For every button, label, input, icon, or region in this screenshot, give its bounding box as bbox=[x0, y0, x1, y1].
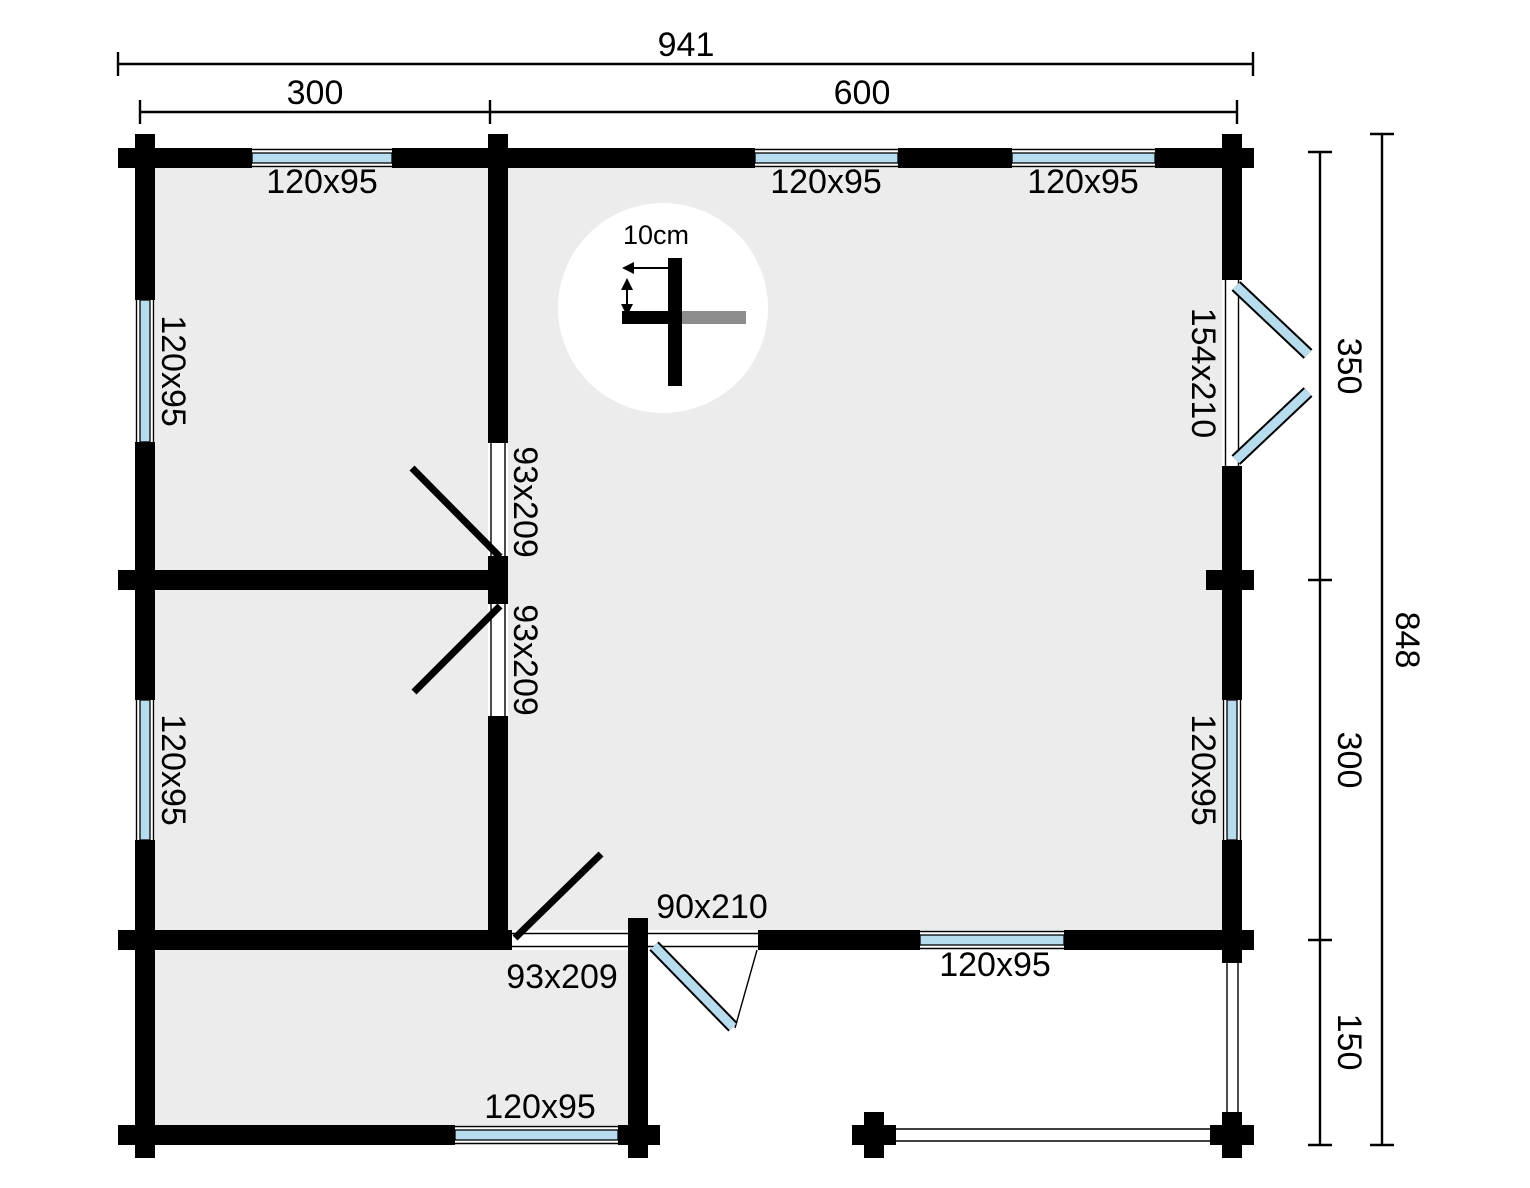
window-left-lower bbox=[139, 699, 151, 841]
wall-horizontal-2-mid bbox=[758, 930, 920, 950]
windows bbox=[135, 148, 1242, 1145]
dim-right-middle-label: 300 bbox=[1330, 732, 1368, 789]
wall-horizontal-1 bbox=[118, 570, 508, 590]
wall-left-seg1 bbox=[135, 134, 155, 300]
dimension-lines bbox=[116, 52, 1394, 1147]
dim-total-height-label: 848 bbox=[1388, 612, 1426, 669]
scale-h-arrowhead-right bbox=[670, 262, 682, 274]
scale-cross-left-arm bbox=[622, 311, 668, 324]
scale-indicator bbox=[621, 258, 746, 386]
door-frames bbox=[490, 280, 1240, 948]
window-top-left bbox=[251, 152, 393, 164]
wall-top-seg2 bbox=[392, 148, 755, 168]
wall-left-seg3 bbox=[135, 840, 155, 1158]
wall-divider-seg1 bbox=[488, 134, 508, 443]
wall-horizontal-2-right bbox=[1064, 930, 1254, 950]
dim-total-width-label: 941 bbox=[658, 26, 715, 64]
wall-right-tie-stub bbox=[1206, 570, 1254, 590]
door-interior-upper-label: 93x209 bbox=[506, 446, 544, 558]
window-right-label: 120x95 bbox=[1184, 714, 1222, 826]
door-leaf-interior-middle bbox=[411, 603, 503, 695]
window-top-middle-label: 120x95 bbox=[770, 163, 882, 201]
window-left-upper bbox=[139, 299, 151, 443]
dim-top-left-label: 300 bbox=[287, 74, 344, 112]
scale-cross-vertical bbox=[668, 258, 682, 386]
wall-bottom-seg1 bbox=[118, 1125, 455, 1145]
scale-wall-thickness-label: 10cm bbox=[623, 220, 689, 250]
scale-v-arrowhead-top bbox=[621, 278, 633, 290]
door-leaf-double-top bbox=[1232, 282, 1312, 358]
porch-post-corner-horizontal bbox=[1210, 1125, 1254, 1145]
window-bottom-main-label: 120x95 bbox=[939, 946, 1051, 984]
scale-indicator-circle bbox=[558, 203, 768, 413]
door-exterior-swing-line bbox=[734, 949, 758, 1029]
dim-right-bottom-label: 150 bbox=[1330, 1014, 1368, 1071]
room-top-left bbox=[155, 168, 488, 570]
door-leaf-interior-bottom bbox=[512, 851, 604, 941]
door-interior-bottom-label: 93x209 bbox=[506, 958, 618, 996]
window-top-right-label: 120x95 bbox=[1027, 163, 1139, 201]
window-left-lower-label: 120x95 bbox=[154, 714, 192, 826]
window-bottom-left bbox=[454, 1129, 619, 1141]
porch-post-mid-horizontal bbox=[852, 1125, 896, 1145]
window-bottom-main bbox=[919, 934, 1065, 946]
wall-top-seg3 bbox=[898, 148, 1012, 168]
door-leaf-interior-upper bbox=[409, 465, 503, 560]
window-top-middle bbox=[754, 152, 899, 164]
walls bbox=[118, 134, 1254, 1158]
door-leaf-double-bottom bbox=[1232, 388, 1312, 464]
window-top-left-label: 120x95 bbox=[266, 163, 378, 201]
room-bottom-left bbox=[155, 950, 628, 1125]
wall-vertical-bottom-room bbox=[628, 918, 648, 1158]
door-interior-middle-label: 93x209 bbox=[506, 604, 544, 716]
dim-top-right-label: 600 bbox=[834, 74, 891, 112]
room-middle-left bbox=[155, 590, 488, 930]
door-double-label: 154x210 bbox=[1184, 308, 1222, 438]
wall-divider-seg3 bbox=[488, 716, 508, 950]
window-bottom-left-label: 120x95 bbox=[484, 1088, 596, 1126]
wall-horizontal-2-left bbox=[118, 930, 512, 950]
wall-bottom-seg2 bbox=[618, 1125, 660, 1145]
scale-h-arrowhead-left bbox=[622, 262, 634, 274]
door-exterior-label: 90x210 bbox=[656, 888, 768, 926]
door-leaves bbox=[409, 281, 1313, 1032]
window-top-right bbox=[1011, 152, 1156, 164]
wall-right-seg1 bbox=[1222, 134, 1242, 280]
scale-cross-right-arm bbox=[682, 311, 746, 324]
dim-right-top-label: 350 bbox=[1330, 338, 1368, 395]
window-left-upper-label: 120x95 bbox=[154, 315, 192, 427]
door-leaf-exterior bbox=[650, 942, 737, 1031]
scale-v-arrowhead-bottom bbox=[621, 304, 633, 316]
labels: 941 300 600 350 300 150 848 120x95 120x9… bbox=[154, 26, 1426, 1126]
porch bbox=[852, 963, 1254, 1158]
window-right bbox=[1226, 699, 1238, 841]
